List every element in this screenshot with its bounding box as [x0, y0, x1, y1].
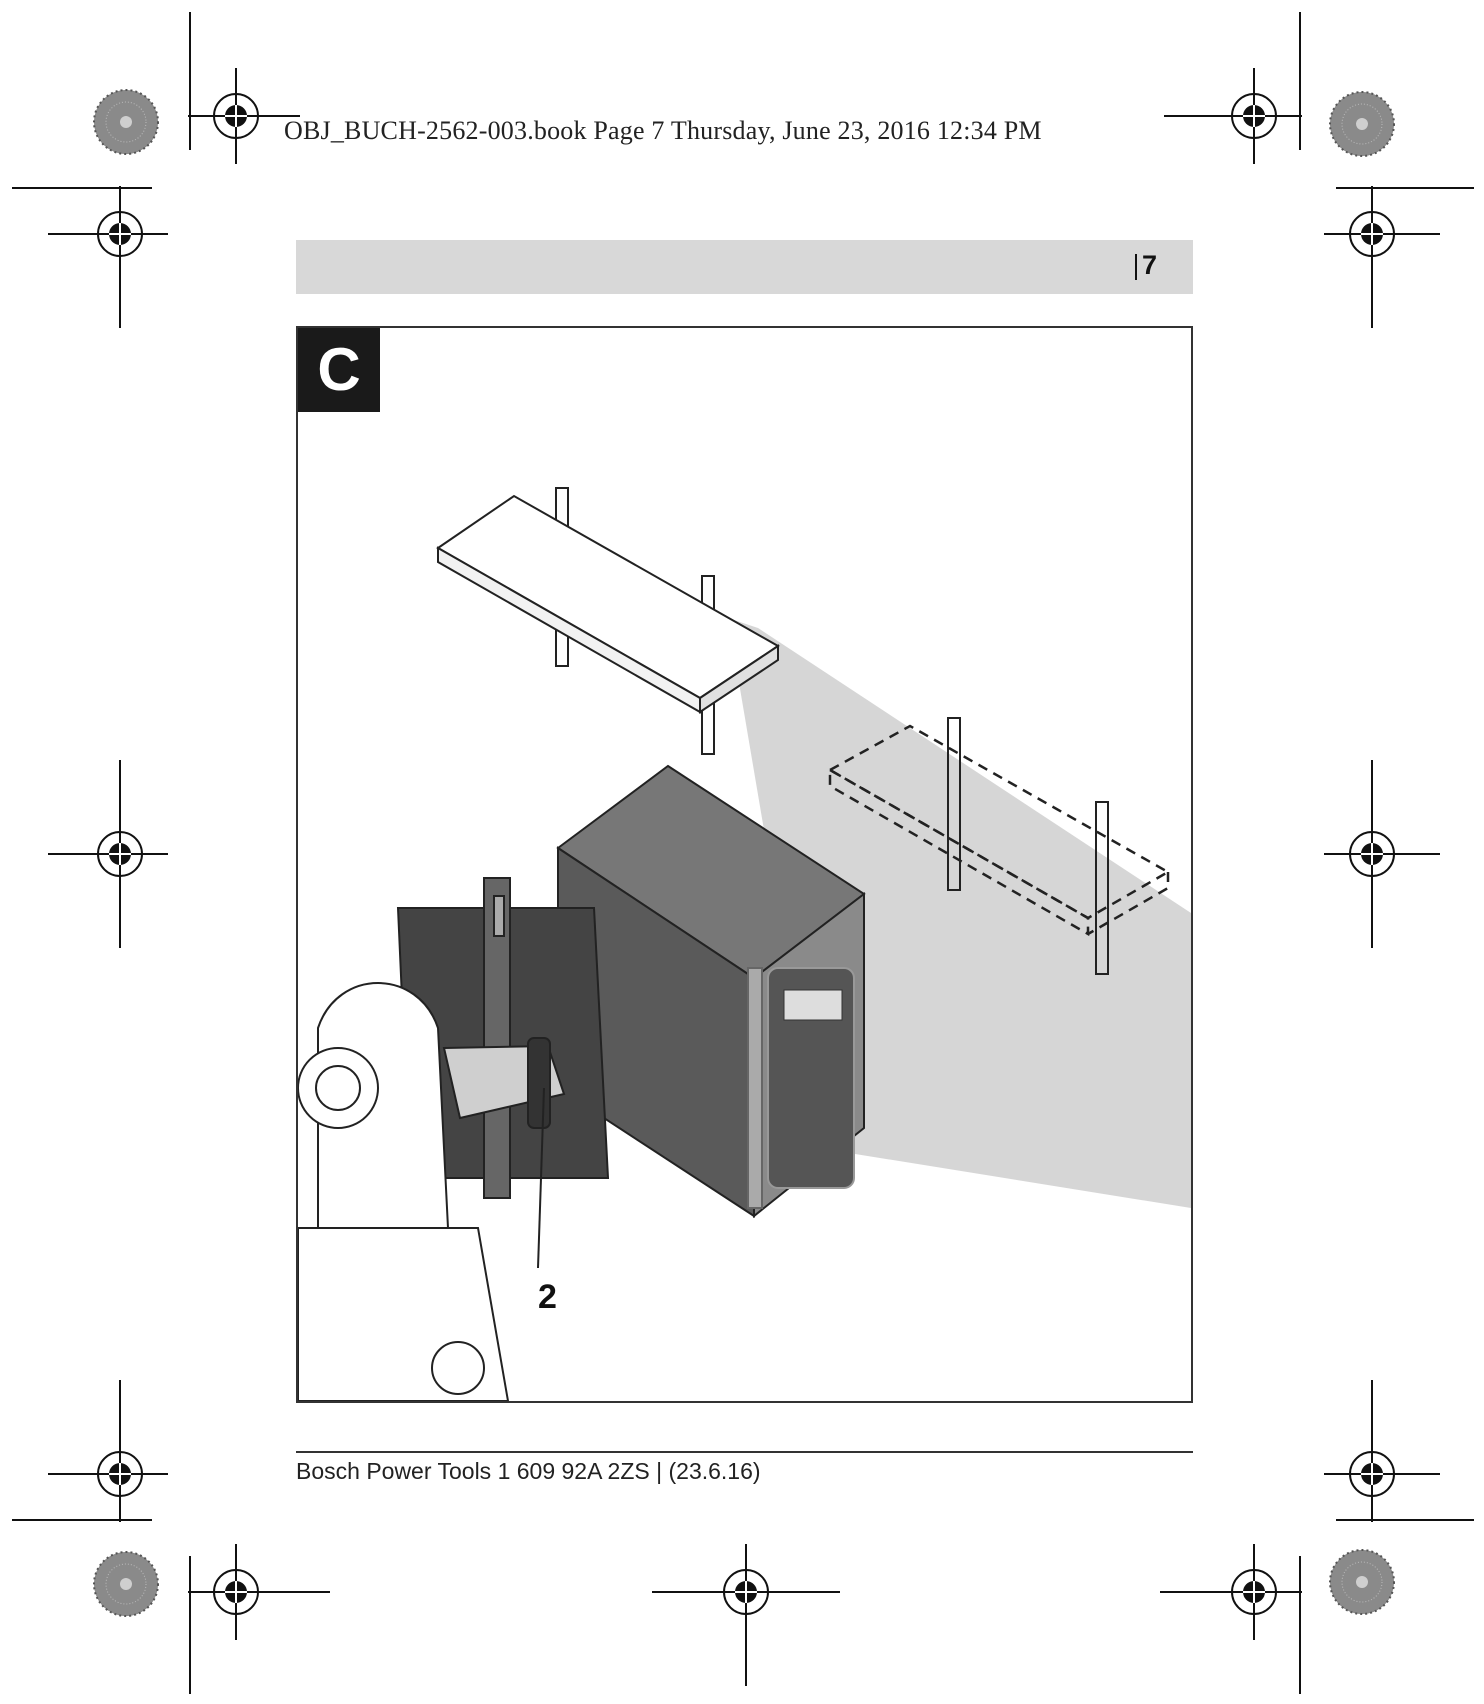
tripod-holder: [298, 982, 510, 1401]
callout-number: 2: [538, 1278, 557, 1316]
figure-label: C: [298, 328, 380, 412]
footer-rule: [296, 1451, 1193, 1453]
print-slug: OBJ_BUCH-2562-003.book Page 7 Thursday, …: [284, 116, 1042, 145]
footer-text: Bosch Power Tools 1 609 92A 2ZS | (23.6.…: [296, 1458, 761, 1484]
shelf-real: [436, 487, 780, 755]
shelf-projected: [827, 724, 1171, 937]
callout-leader: [537, 1087, 545, 1269]
shelf-projected-posts: [947, 717, 1109, 975]
laser-device: [396, 764, 866, 1219]
page-number: 7: [1141, 250, 1157, 280]
page-number-divider: [1135, 254, 1137, 280]
figure-c: C: [296, 326, 1193, 1403]
page-header-band: 7: [296, 240, 1193, 294]
laser-level-illustration: [298, 487, 1191, 1401]
